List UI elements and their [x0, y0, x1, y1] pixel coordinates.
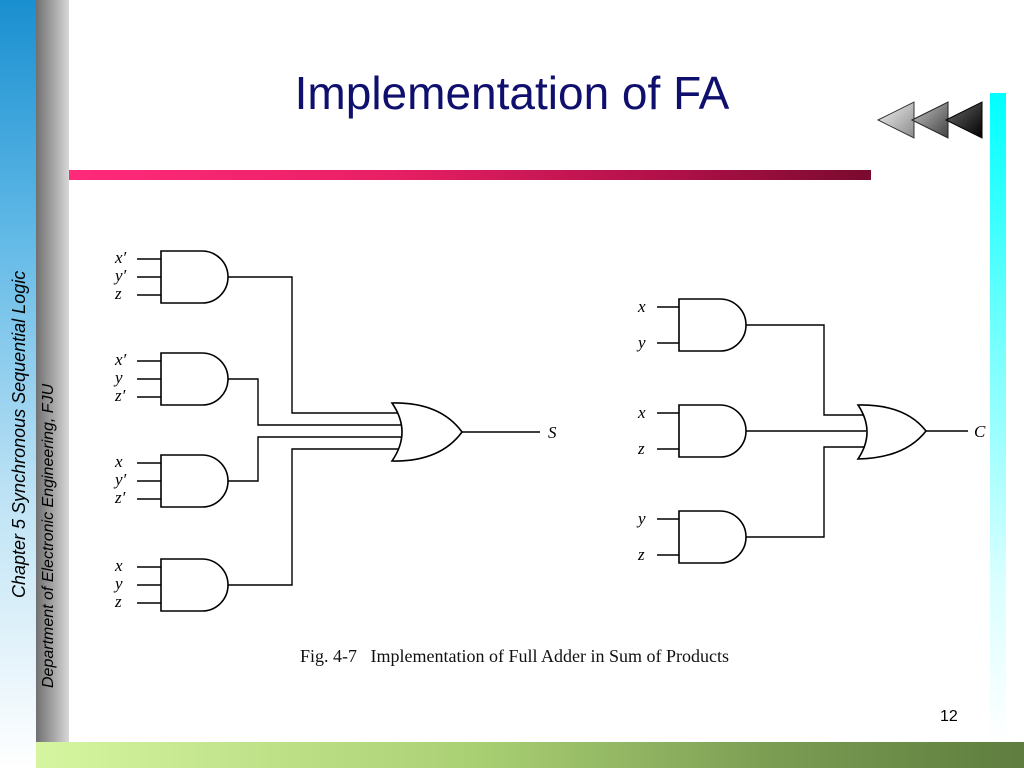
carry-g1-input-1: x — [637, 297, 646, 316]
sum-and-gate-1: x′ y′ z — [113, 248, 229, 304]
carry-g3-input-2: z — [637, 545, 645, 564]
sum-or-gate: S — [390, 402, 557, 462]
triple-left-arrow-icon[interactable] — [876, 100, 986, 140]
sum-output-label: S — [548, 423, 557, 442]
carry-output-label: C — [974, 422, 986, 441]
sum-g1-input-3: z — [114, 284, 122, 303]
figure-caption: Fig. 4-7 Implementation of Full Adder in… — [300, 646, 729, 666]
sum-g3-input-2: y′ — [113, 470, 127, 489]
arrow-left-dark — [944, 101, 983, 139]
right-accent-bar — [990, 93, 1006, 743]
carry-g3-input-1: y — [636, 509, 646, 528]
carry-g2-input-1: x — [637, 403, 646, 422]
title-divider — [69, 170, 871, 180]
sum-and-gate-2: x′ y z′ — [113, 350, 229, 406]
carry-or-gate: C — [856, 404, 986, 460]
sum-g1-input-1: x′ — [114, 248, 127, 267]
sum-g1-input-2: y′ — [113, 266, 127, 285]
bottom-band — [36, 742, 1024, 768]
sum-g4-input-1: x — [114, 556, 123, 575]
sum-and-gate-4: x y z — [113, 556, 229, 612]
sum-wires — [228, 276, 540, 586]
sum-g3-input-1: x — [114, 452, 123, 471]
sum-g2-input-1: x′ — [114, 350, 127, 369]
slide-title: Implementation of FA — [294, 67, 730, 119]
left-sidebar-band — [0, 0, 36, 768]
carry-and-gate-2: x z — [637, 403, 747, 458]
carry-and-gate-3: y z — [636, 509, 747, 564]
page-number: 12 — [940, 708, 958, 725]
gray-sidebar-band — [36, 0, 69, 742]
carry-g2-input-2: z — [637, 439, 645, 458]
sum-g2-input-2: y — [113, 368, 123, 387]
carry-g1-input-2: y — [636, 333, 646, 352]
carry-and-gate-1: x y — [636, 297, 747, 352]
sum-g2-input-3: z′ — [114, 386, 126, 405]
sum-g4-input-2: y — [113, 574, 123, 593]
sum-g4-input-3: z — [114, 592, 122, 611]
sum-and-gate-3: x y′ z′ — [113, 452, 229, 508]
sum-g3-input-3: z′ — [114, 488, 126, 507]
carry-wires — [746, 324, 968, 538]
